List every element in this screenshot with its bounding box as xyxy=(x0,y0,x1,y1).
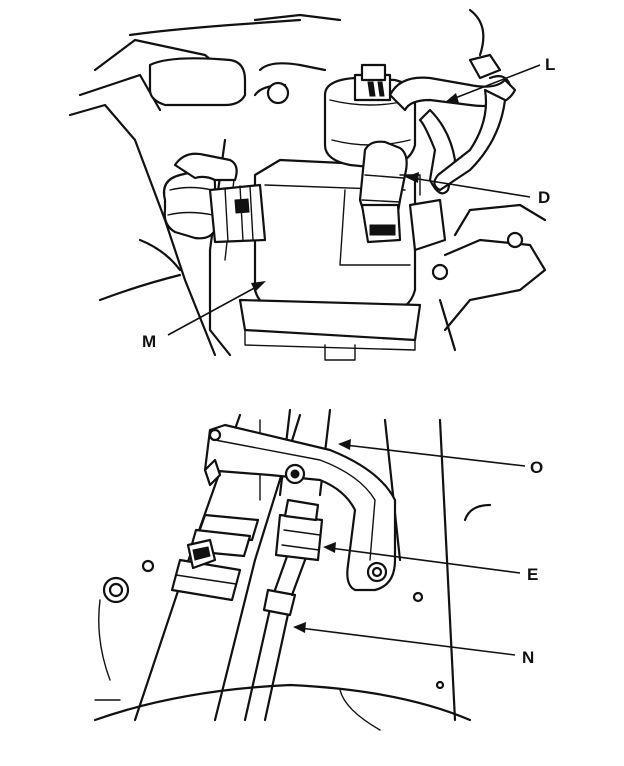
callout-E: E xyxy=(323,542,538,584)
callout-label-L: L xyxy=(545,55,555,74)
bolt-icon xyxy=(371,566,383,578)
rivet-icon xyxy=(412,591,424,603)
bolt-hole-icon xyxy=(108,582,124,598)
bracket-O xyxy=(203,423,397,592)
callout-O: O xyxy=(338,439,543,477)
upper-left-tube xyxy=(148,57,327,107)
left-canister-hose xyxy=(162,152,267,244)
grommet-icon xyxy=(266,81,290,105)
callout-label-E: E xyxy=(527,565,538,584)
connector-E xyxy=(274,498,324,562)
upper-hoses xyxy=(388,53,517,195)
callout-N: N xyxy=(293,622,534,667)
callout-D: D xyxy=(405,172,550,207)
connector-D-assembly xyxy=(358,140,421,244)
frame-background xyxy=(93,418,492,731)
bolt-icon xyxy=(431,263,449,281)
callout-label-O: O xyxy=(530,458,543,477)
bolt-icon xyxy=(506,231,524,249)
rivet-icon xyxy=(435,680,445,690)
bolt-icon xyxy=(290,469,300,479)
rivet-icon xyxy=(208,428,222,442)
callout-L: L xyxy=(444,55,555,103)
bottom-view: O E N xyxy=(93,408,543,731)
top-view: L D M xyxy=(68,8,555,361)
callout-M: M xyxy=(142,281,266,351)
rivet-icon xyxy=(141,559,155,573)
callout-label-D: D xyxy=(538,188,550,207)
callout-label-M: M xyxy=(142,332,156,351)
callout-label-N: N xyxy=(522,648,534,667)
